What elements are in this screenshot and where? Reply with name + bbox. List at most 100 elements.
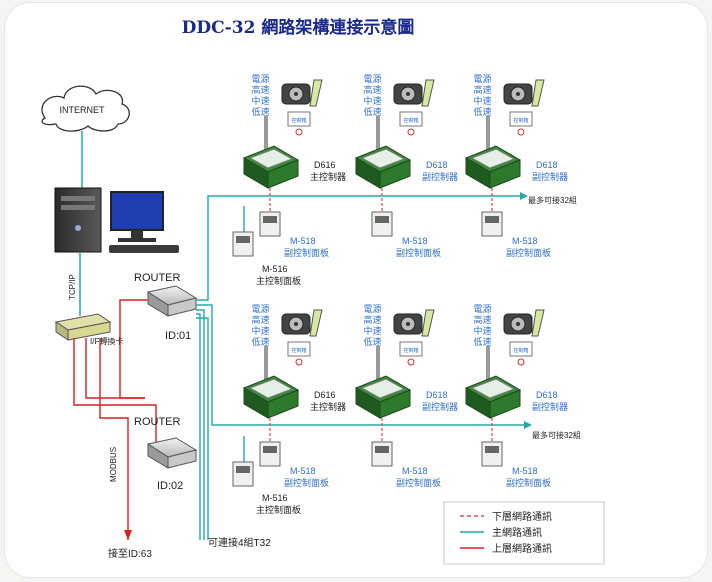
- panel-name: 副控制面板: [396, 477, 441, 488]
- fan-speed-label: 速: [372, 107, 381, 117]
- cable: [376, 116, 380, 150]
- fan-speed-label: 速: [260, 85, 269, 95]
- fan-speed-label: 中: [363, 325, 372, 336]
- tcpip-label: TCP/IP: [68, 274, 77, 300]
- panel-model: M-518: [512, 466, 538, 476]
- fan-speed-label: 速: [482, 326, 491, 336]
- fan-speed-label: 速: [482, 315, 491, 325]
- panel-name: 主控制面板: [256, 504, 301, 515]
- control-box-label: 控制箱: [291, 347, 306, 354]
- fan-speed-label: 中: [363, 95, 372, 106]
- control-box-icon: 控制箱: [399, 341, 423, 366]
- fan-speed-label: 速: [482, 337, 491, 347]
- fan-speed-label: 速: [260, 96, 269, 106]
- valve-icon: [421, 309, 435, 337]
- router-2-id: ID:02: [157, 480, 183, 492]
- controller-board-icon: [354, 145, 412, 189]
- valve-icon: [309, 309, 323, 337]
- fan-speed-label: 源: [482, 74, 491, 84]
- control-box-label: 控制箱: [291, 117, 306, 124]
- fan-speed-label: 高: [251, 84, 260, 95]
- sub-panel-icon: [259, 441, 281, 467]
- fan-icon: [503, 313, 533, 335]
- valve-icon: [531, 309, 545, 337]
- fan-icon: [393, 313, 423, 335]
- fan-speed-label: 源: [482, 304, 491, 314]
- fan-speed-label: 源: [372, 74, 381, 84]
- router-1-label: ROUTER: [134, 272, 181, 284]
- fan-speed-label: 速: [482, 107, 491, 117]
- fan-speed-label: 中: [473, 325, 482, 336]
- control-box-icon: 控制箱: [287, 111, 311, 136]
- connect-id63-label: 接至ID:63: [108, 547, 152, 560]
- sub-controller-group: 電源高速中速低速控制箱D618副控制器M-518副控制面板: [464, 304, 568, 488]
- panel-name: 副控制面板: [284, 477, 329, 488]
- keyboard-icon: [109, 245, 179, 253]
- controller-board-icon: [242, 375, 300, 419]
- fan-speed-label: 中: [473, 95, 482, 106]
- fan-speed-label: 源: [372, 304, 381, 314]
- fan-speed-label: 中: [251, 95, 260, 106]
- fan-icon: [281, 313, 311, 335]
- fan-icon: [503, 83, 533, 105]
- max-32-label-bottom: 最多可接32組: [532, 430, 581, 440]
- legend-label-main: 主網路通訊: [492, 526, 542, 539]
- sub-controller-group: 電源高速中速低速控制箱D618副控制器M-518副控制面板: [354, 304, 458, 488]
- router-2-label: ROUTER: [134, 416, 181, 428]
- panel-name: 主控制面板: [256, 275, 301, 286]
- valve-icon: [309, 79, 323, 107]
- legend-label-lower: 下層網路通訊: [492, 510, 552, 523]
- modbus-label: MODBUS: [109, 447, 118, 482]
- sub-panel-icon: [259, 211, 281, 237]
- panel-name: 副控制面板: [396, 247, 441, 258]
- fan-speed-label: 速: [372, 85, 381, 95]
- panel-model: M-516: [262, 264, 288, 274]
- panel-model: M-518: [290, 466, 316, 476]
- controller-name: 副控制器: [422, 401, 458, 412]
- fan-speed-label: 速: [260, 337, 269, 347]
- sub-panel-icon: [371, 211, 393, 237]
- router-1-icon: [146, 285, 198, 317]
- control-box-label: 控制箱: [403, 347, 418, 354]
- main-network-lines: [196, 195, 524, 540]
- fan-speed-label: 低: [363, 106, 372, 117]
- controller-model: D618: [536, 160, 558, 170]
- fan-speed-label: 速: [482, 85, 491, 95]
- fan-speed-label: 源: [260, 304, 269, 314]
- connect-4-label: 可連接4組T32: [208, 536, 271, 549]
- arrow-right-icon: [520, 192, 528, 200]
- sub-panel-icon: [371, 441, 393, 467]
- fan-speed-label: 高: [473, 84, 482, 95]
- fan-speed-label: 速: [260, 326, 269, 336]
- fan-speed-label: 高: [363, 314, 372, 325]
- upper-network-lines: [73, 299, 157, 540]
- sub-controller-group: 電源高速中速低速控制箱D618副控制器M-518副控制面板: [464, 74, 568, 258]
- control-box-label: 控制箱: [403, 117, 418, 124]
- fan-speed-label: 電: [363, 304, 372, 314]
- controller-name: 副控制器: [422, 171, 458, 182]
- control-box-label: 控制箱: [513, 117, 528, 124]
- fan-speed-label: 低: [473, 336, 482, 347]
- controller-name: 主控制器: [310, 171, 346, 182]
- interface-converter-icon: [54, 313, 112, 341]
- fan-icon: [393, 83, 423, 105]
- fan-speed-label: 高: [473, 314, 482, 325]
- fan-speed-label: 速: [372, 315, 381, 325]
- fan-speed-label: 高: [251, 314, 260, 325]
- control-box-icon: 控制箱: [399, 111, 423, 136]
- m516-panel-bottom: [232, 461, 254, 487]
- fan-speed-label: 速: [260, 107, 269, 117]
- control-box-label: 控制箱: [513, 347, 528, 354]
- arrow-down-icon: [124, 530, 132, 540]
- controller-model: D618: [426, 390, 448, 400]
- fan-speed-label: 電: [363, 74, 372, 84]
- panel-name: 副控制面板: [506, 247, 551, 258]
- control-box-icon: 控制箱: [509, 341, 533, 366]
- cable: [264, 116, 268, 150]
- control-box-icon: 控制箱: [287, 341, 311, 366]
- controller-model: D616: [314, 390, 336, 400]
- valve-icon: [531, 79, 545, 107]
- controller-board-icon: [242, 145, 300, 189]
- cable: [486, 116, 490, 150]
